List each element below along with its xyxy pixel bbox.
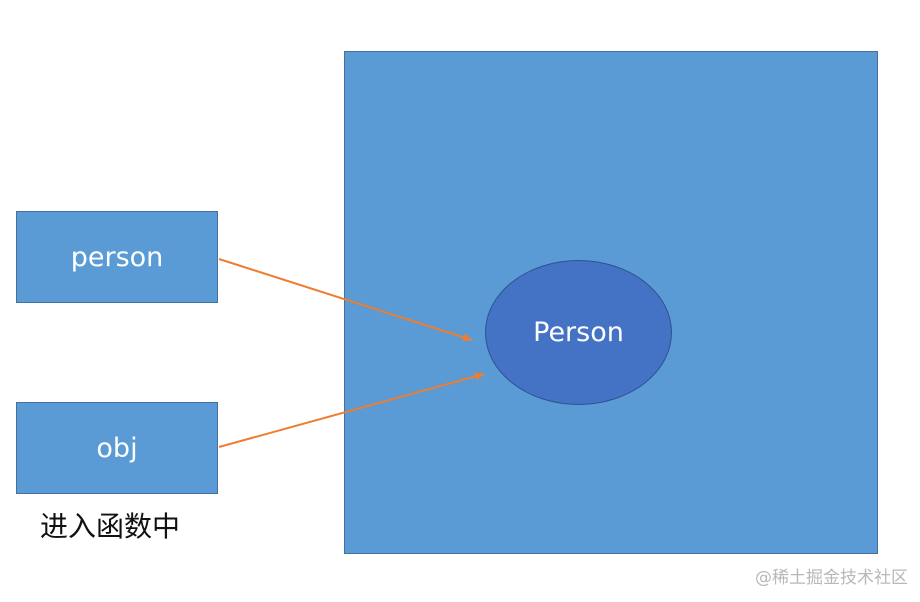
watermark: @稀土掘金技术社区 [755, 568, 908, 588]
variable-box-obj: obj [16, 402, 218, 494]
variable-label: obj [96, 432, 138, 464]
caption: 进入函数中 [40, 510, 181, 543]
variable-label: person [70, 241, 164, 273]
object-label: Person [533, 317, 624, 348]
variable-box-person: person [16, 211, 218, 303]
object-ellipse-person: Person [485, 260, 672, 405]
